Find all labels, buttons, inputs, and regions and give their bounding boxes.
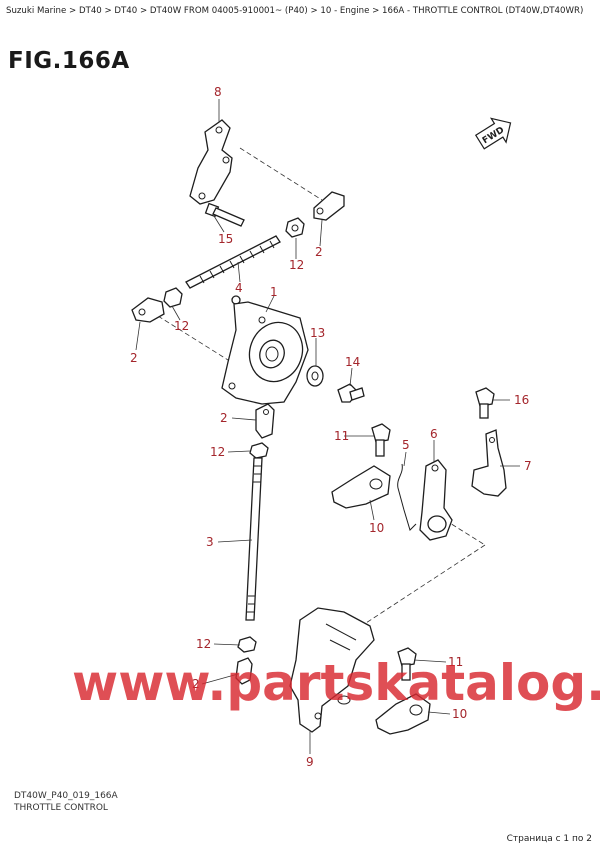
nut-part-12-left [163, 287, 183, 308]
throttle-arm-part-9 [289, 607, 375, 733]
nut-part-12-mid [249, 442, 269, 459]
ball-joint-part-2-mid [255, 403, 275, 439]
callout-12: 12 [196, 637, 211, 651]
bolt-part-11-upper [371, 423, 391, 457]
bracket-part-10-upper [331, 465, 391, 509]
callout-13: 13 [310, 326, 325, 340]
callout-12: 12 [174, 319, 189, 333]
callout-2: 2 [130, 351, 138, 365]
spring-part-5 [397, 463, 417, 531]
callout-10: 10 [452, 707, 467, 721]
callout-7: 7 [524, 459, 532, 473]
bolt-part-11-lower [397, 647, 417, 681]
lever-part-6 [419, 459, 453, 541]
callout-4: 4 [235, 281, 243, 295]
bracket-part-8 [189, 119, 233, 205]
watermark: www.partskatalog.ru [72, 654, 600, 712]
callout-9: 9 [306, 755, 314, 769]
bracket-part-10-lower [375, 693, 431, 735]
callout-6: 6 [430, 427, 438, 441]
breadcrumb: Suzuki Marine > DT40 > DT40 > DT40W FROM… [6, 6, 584, 16]
callout-11: 11 [334, 429, 349, 443]
ball-joint-part-2-top [313, 191, 345, 221]
callout-16: 16 [514, 393, 529, 407]
callout-8: 8 [214, 85, 222, 99]
callout-10: 10 [369, 521, 384, 535]
bolt-part-16 [475, 387, 495, 419]
callout-2: 2 [192, 677, 200, 691]
figure-title: FIG.166A [8, 48, 130, 74]
callout-11: 11 [448, 655, 463, 669]
bolt-part-14 [337, 383, 365, 403]
fwd-arrow-icon: FWD [474, 117, 512, 150]
callout-2: 2 [315, 245, 323, 259]
callout-3: 3 [206, 535, 214, 549]
callout-1: 1 [270, 285, 278, 299]
bolt-part-15 [204, 202, 245, 227]
figure-code: DT40W_P40_019_166A [14, 791, 118, 801]
nut-part-12-top [285, 217, 305, 238]
figure-name: THROTTLE CONTROL [14, 803, 108, 813]
callout-5: 5 [402, 438, 410, 452]
callout-2: 2 [220, 411, 228, 425]
ball-joint-part-2-left [131, 297, 165, 323]
throttle-lever-part-1 [221, 295, 309, 405]
ball-joint-part-2-lower [235, 657, 253, 685]
alignment-line [157, 315, 229, 361]
callout-12: 12 [289, 258, 304, 272]
pager-text: Страница с 1 по 2 [506, 834, 592, 844]
nut-part-12-lower [237, 636, 257, 653]
callout-labels: 8 15 12 2 4 12 2 1 13 14 2 12 3 12 2 9 1… [130, 85, 532, 769]
washer-part-13 [306, 365, 324, 387]
bracket-part-7 [471, 429, 507, 497]
callout-14: 14 [345, 355, 360, 369]
alignment-line [239, 147, 323, 201]
rod-part-3 [245, 457, 263, 621]
callout-12: 12 [210, 445, 225, 459]
leader-lines [135, 99, 520, 754]
callout-15: 15 [218, 232, 233, 246]
threaded-rod-part-4 [185, 235, 281, 289]
